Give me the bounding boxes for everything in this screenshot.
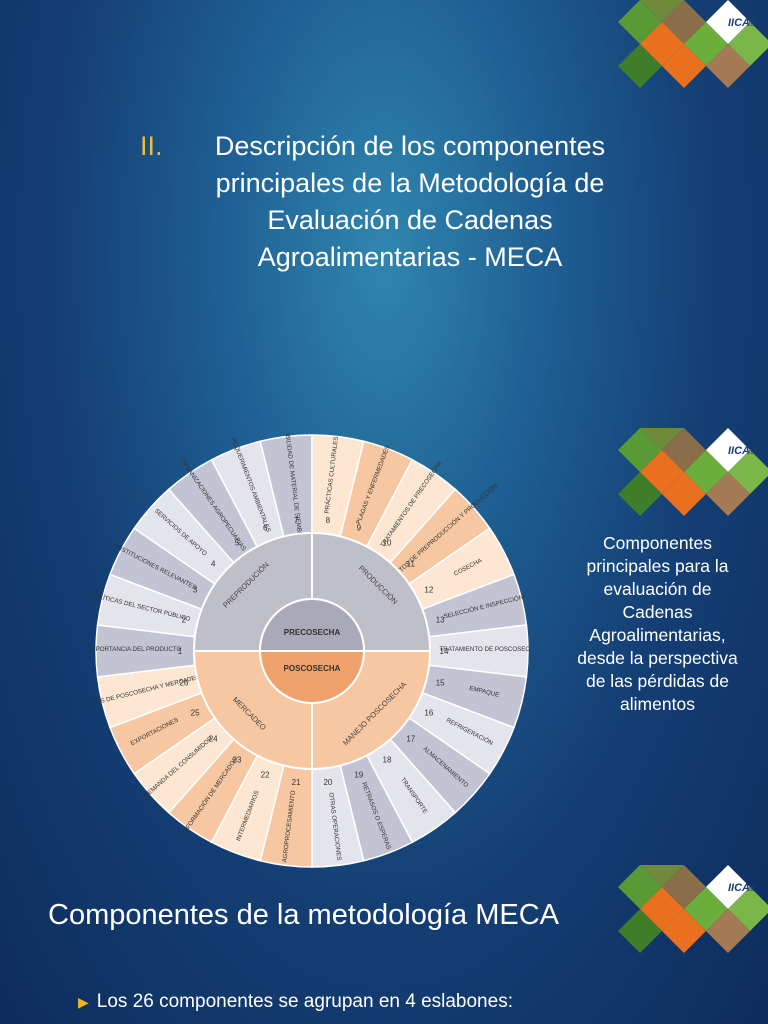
iica-logo: IICA ®: [618, 406, 768, 516]
wheel-number-14: 14: [440, 647, 449, 656]
wheel-number-5: 5: [235, 538, 240, 547]
iica-logo: IICA ®: [618, 843, 768, 953]
logo-slot: IICA ®: [618, 406, 768, 523]
wheel-center-bottom-label: POSCOSECHA: [284, 664, 341, 673]
wheel-label-1: IMPORTANCIA DEL PRODUCTO: [94, 646, 181, 653]
wheel-number-13: 13: [436, 615, 445, 624]
wheel-number-12: 12: [424, 586, 433, 595]
wheel-label-14: TRATAMIENTO DE POSCOSECHA: [439, 646, 530, 653]
wheel-number-2: 2: [182, 615, 187, 624]
svg-text:®: ®: [749, 446, 756, 456]
slide-heading: Componentes de la metodología MECA: [48, 899, 560, 931]
wheel-number-17: 17: [406, 735, 415, 744]
wheel-number-4: 4: [211, 559, 216, 568]
caption-line: Cadenas: [622, 602, 693, 622]
caption-line: evaluación de: [603, 579, 712, 599]
wheel-number-25: 25: [191, 708, 200, 717]
wheel-number-11: 11: [407, 559, 416, 568]
caption-line: alimentos: [620, 694, 695, 714]
wheel-number-24: 24: [209, 735, 218, 744]
title-line: Agroalimentarias - MECA: [257, 242, 563, 272]
wheel-number-7: 7: [294, 516, 299, 525]
bullet-item: ▶ Los 26 componentes se agrupan en 4 esla…: [78, 991, 513, 1013]
wheel-number-16: 16: [424, 708, 433, 717]
title-line: principales de la Metodología de: [215, 168, 605, 198]
svg-text:®: ®: [749, 883, 756, 893]
wheel-center-bottom: [258, 650, 366, 704]
wheel-caption: Componentes principales para la evaluaci…: [555, 532, 760, 716]
caption-line: de las pérdidas de: [585, 671, 730, 691]
wheel-number-3: 3: [193, 586, 198, 595]
svg-text:IICA: IICA: [728, 17, 750, 29]
wheel-number-6: 6: [263, 524, 268, 533]
wheel-number-15: 15: [436, 679, 445, 688]
wheel-number-21: 21: [292, 778, 301, 787]
svg-text:IICA: IICA: [728, 445, 750, 457]
bullet-text: Los 26 componentes se agrupan en 4 eslab…: [96, 991, 513, 1012]
wheel-center-top-label: PRECOSECHA: [284, 628, 341, 637]
title-line: Evaluación de Cadenas: [267, 205, 553, 235]
slide-components: IICA ® Componentes de la metodología MEC…: [0, 843, 768, 1024]
slide-title: IICA ® II. Descripción de los componente…: [0, 0, 768, 425]
wheel-number-20: 20: [323, 778, 332, 787]
bullet-arrow-icon: ▶: [78, 994, 89, 1010]
iica-logo: IICA ®: [618, 0, 768, 88]
wheel-number-22: 22: [261, 770, 270, 779]
slide-title-heading: II. Descripción de los componentes princ…: [140, 128, 640, 276]
wheel-number-19: 19: [354, 770, 363, 779]
wheel-center-top: [258, 598, 366, 652]
section-number: II.: [140, 131, 163, 161]
svg-text:IICA: IICA: [728, 882, 750, 894]
wheel-number-18: 18: [383, 756, 392, 765]
caption-line: Agroalimentarias,: [589, 625, 726, 645]
wheel-number-26: 26: [179, 679, 188, 688]
wheel-number-1: 1: [178, 647, 183, 656]
logo-slot: IICA ®: [618, 0, 768, 95]
wheel-number-9: 9: [357, 524, 362, 533]
caption-line: desde la perspectiva: [577, 648, 738, 668]
caption-line: Componentes: [603, 533, 712, 553]
wheel-number-23: 23: [233, 756, 242, 765]
wheel-number-8: 8: [326, 516, 331, 525]
title-line: Descripción de los componentes: [214, 131, 606, 161]
logo-slot: IICA ®: [618, 843, 768, 960]
svg-text:®: ®: [749, 18, 756, 28]
wheel-number-10: 10: [383, 538, 392, 547]
caption-line: principales para la: [586, 556, 729, 576]
